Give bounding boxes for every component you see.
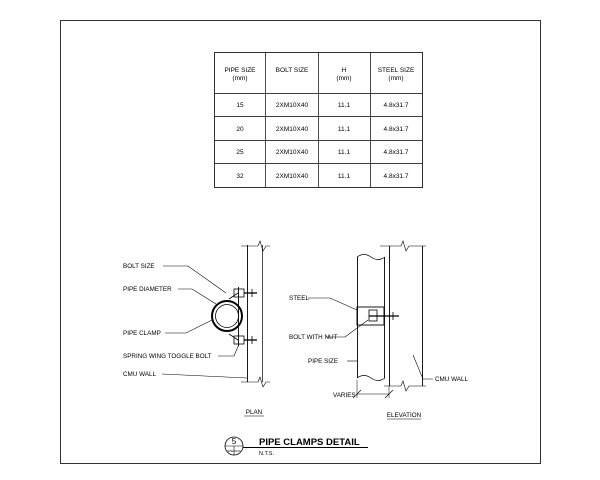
cell-r3-h: 11.1 <box>338 149 351 156</box>
cell-r4-h: 11.1 <box>338 173 351 180</box>
cell-r2-steel: 4.8x31.7 <box>384 126 409 133</box>
elev-label-cmu-wall: CMU WALL <box>435 376 469 383</box>
plan-label-pipe-diameter: PIPE DIAMETER <box>123 286 172 293</box>
detail-title: PIPE CLAMPS DETAIL <box>259 437 360 448</box>
plan-label-bolt-size: BOLT SIZE <box>123 263 155 270</box>
cell-r1-bolt: 2XM10X40 <box>276 102 309 109</box>
cell-r1-pipe: 15 <box>236 102 244 109</box>
header-bolt-size: BOLT SIZE <box>276 67 309 74</box>
cell-r2-bolt: 2XM10X40 <box>276 126 309 133</box>
plan-label-toggle-bolt: SPRING WING TOGGLE BOLT <box>123 353 212 360</box>
pipe-size-table: PIPE SIZE (mm) BOLT SIZE H (mm) STEEL SI… <box>214 52 423 188</box>
cell-r1-h: 11.1 <box>338 102 351 109</box>
cell-r2-pipe: 20 <box>236 126 244 133</box>
detail-scale: N.T.S. <box>259 451 274 457</box>
cell-r1-steel: 4.8x31.7 <box>384 102 409 109</box>
elev-label-pipe-size: PIPE SIZE <box>308 358 338 365</box>
elevation-view: STEEL BOLT WITH NUT PIPE SIZE VARIES CMU… <box>289 240 469 420</box>
header-pipe-size: PIPE SIZE <box>224 67 256 74</box>
header-h-unit: (mm) <box>336 75 351 82</box>
plan-break-bottom <box>241 376 270 388</box>
plan-caption: PLAN <box>246 409 263 416</box>
header-pipe-size-unit: (mm) <box>232 75 247 82</box>
cell-r3-bolt: 2XM10X40 <box>276 149 309 156</box>
cell-r4-pipe: 32 <box>236 173 244 180</box>
header-h: H <box>342 67 347 74</box>
plan-break-top <box>241 240 270 252</box>
elev-label-varies: VARIES <box>333 392 356 399</box>
header-steel-size: STEEL SIZE <box>378 67 415 74</box>
header-steel-size-unit: (mm) <box>388 75 403 82</box>
detail-sheet-ref: SPECIFIC <box>227 449 242 453</box>
elevation-caption: ELEVATION <box>387 412 422 419</box>
cell-r4-steel: 4.8x31.7 <box>384 173 409 180</box>
elev-label-bolt-with-nut: BOLT WITH NUT <box>289 334 338 341</box>
plan-label-pipe-clamp: PIPE CLAMP <box>123 330 161 337</box>
sheet-border <box>60 20 541 464</box>
cell-r2-h: 11.1 <box>338 126 351 133</box>
detail-number: 5 <box>232 437 237 446</box>
cell-r4-bolt: 2XM10X40 <box>276 173 309 180</box>
elev-label-steel: STEEL <box>289 295 309 302</box>
cell-r3-steel: 4.8x31.7 <box>384 149 409 156</box>
plan-view: BOLT SIZE PIPE DIAMETER PIPE CLAMP SPRIN… <box>123 240 270 417</box>
plan-label-cmu-wall: CMU WALL <box>123 371 157 378</box>
title-block: 5 SPECIFIC PIPE CLAMPS DETAIL N.T.S. <box>224 436 368 457</box>
pipe-circle <box>211 300 243 332</box>
cell-r3-pipe: 25 <box>236 149 244 156</box>
